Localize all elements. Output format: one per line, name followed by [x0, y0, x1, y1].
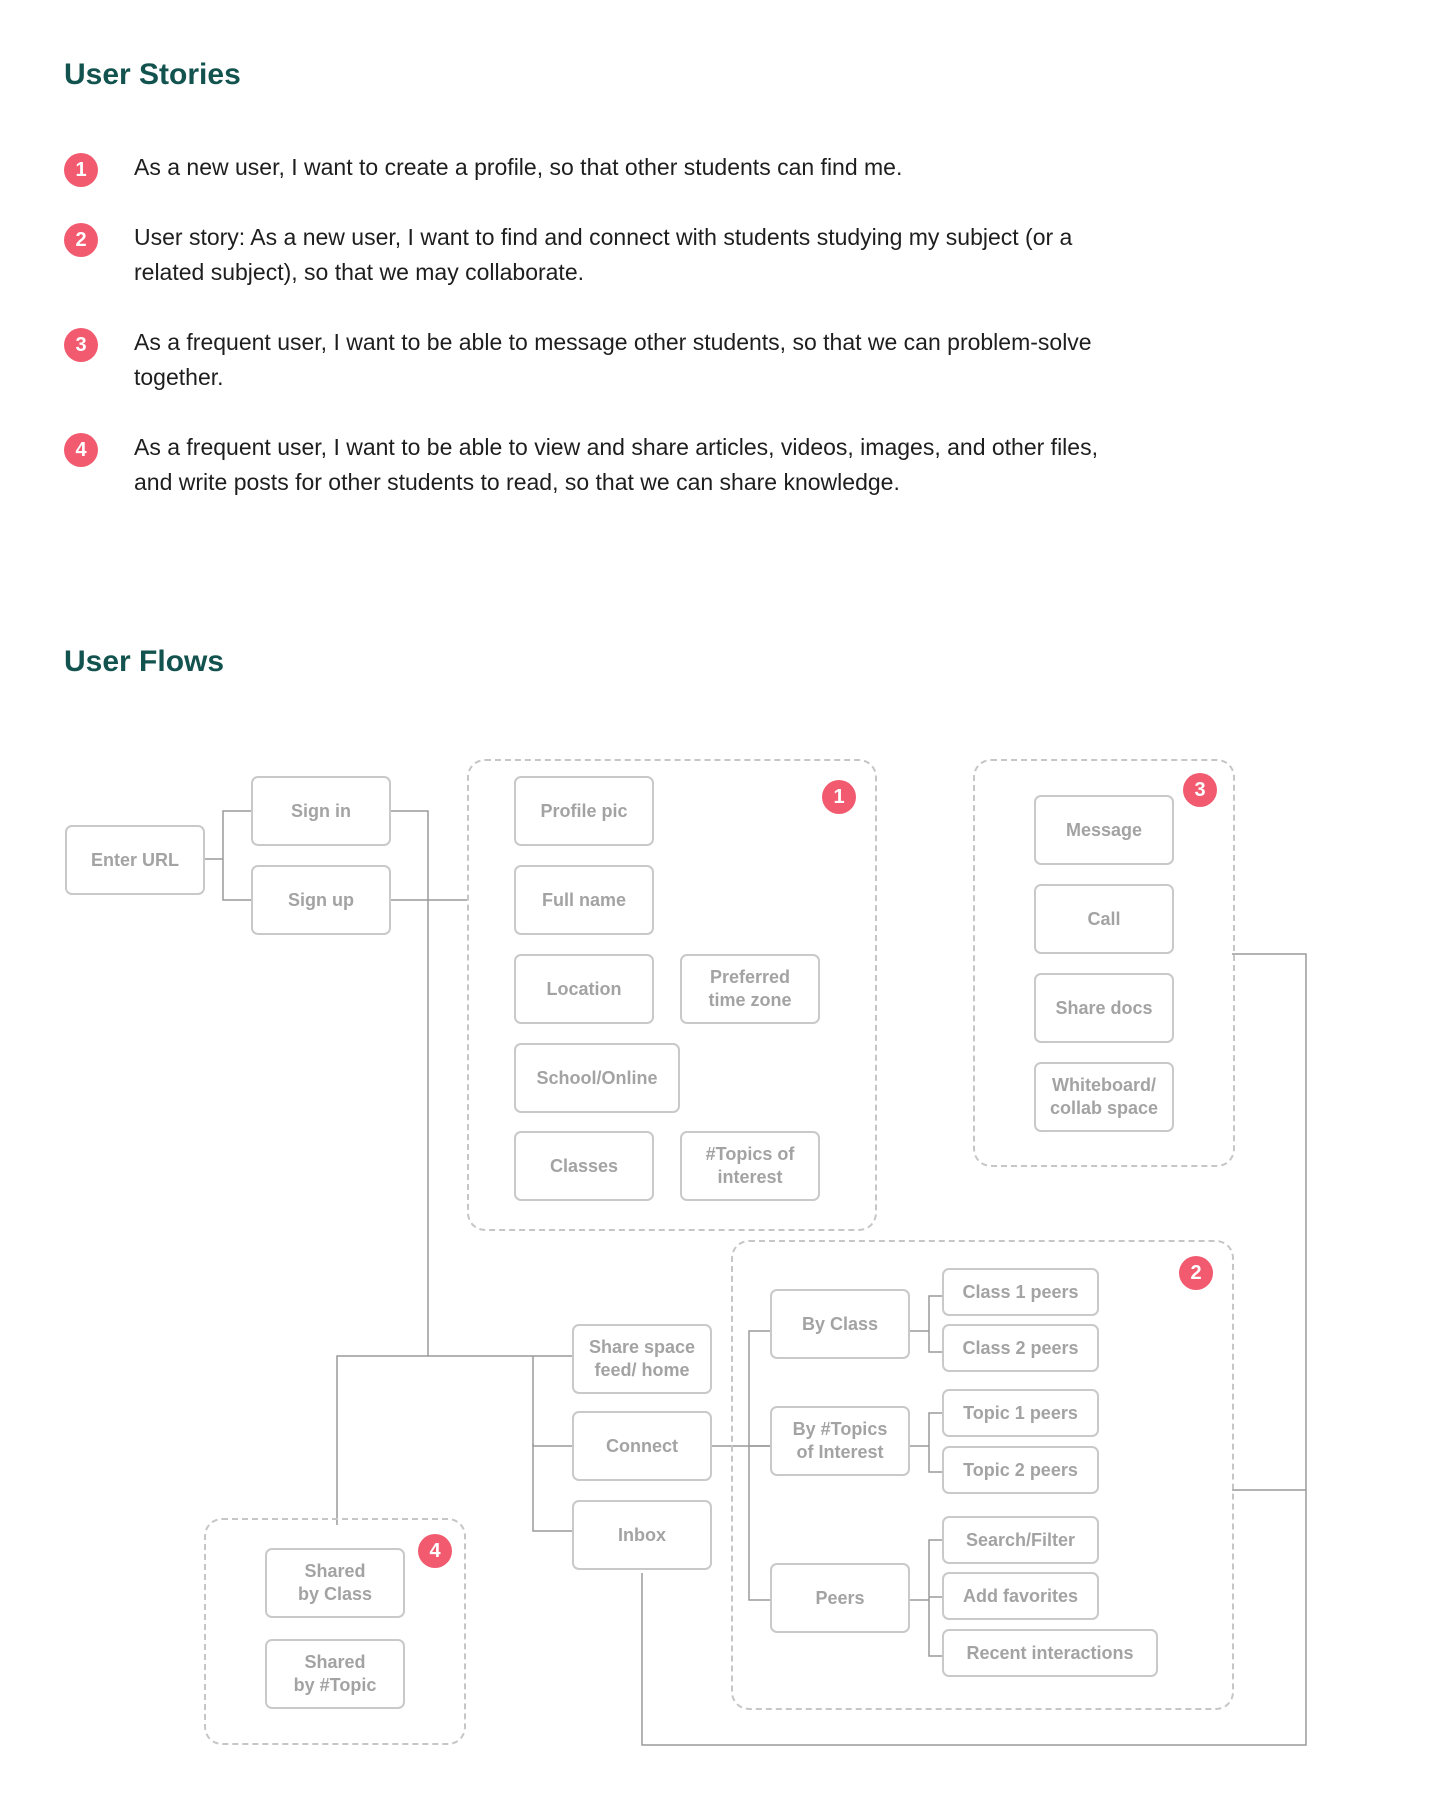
- communication-group: [973, 759, 1235, 1167]
- sign-up-node: Sign up: [251, 865, 391, 935]
- class-2-peers-node: Class 2 peers: [942, 1324, 1099, 1372]
- story-number-badge: 2: [64, 223, 98, 257]
- user-flows-heading: User Flows: [64, 645, 225, 678]
- profile-pic-node: Profile pic: [514, 776, 654, 846]
- enter-url-node: Enter URL: [65, 825, 205, 895]
- story-number-badge: 4: [64, 433, 98, 467]
- communication-group-badge: 3: [1183, 773, 1217, 807]
- sign-in-node: Sign in: [251, 776, 391, 846]
- message-node: Message: [1034, 795, 1174, 865]
- story-text: As a new user, I want to create a profil…: [134, 154, 903, 180]
- topics-of-interest-node: #Topics of interest: [680, 1131, 820, 1201]
- whiteboard-node: Whiteboard/ collab space: [1034, 1062, 1174, 1132]
- share-docs-node: Share docs: [1034, 973, 1174, 1043]
- inbox-node: Inbox: [572, 1500, 712, 1570]
- full-name-node: Full name: [514, 865, 654, 935]
- connect-node: Connect: [572, 1411, 712, 1481]
- school-online-node: School/Online: [514, 1043, 680, 1113]
- profile-group-badge: 1: [822, 780, 856, 814]
- share-space-node: Share space feed/ home: [572, 1324, 712, 1394]
- connect-group: [731, 1240, 1234, 1710]
- story-text: As a frequent user, I want to be able to…: [134, 434, 1098, 495]
- connect-group-badge: 2: [1179, 1256, 1213, 1290]
- call-node: Call: [1034, 884, 1174, 954]
- topic-1-peers-node: Topic 1 peers: [942, 1389, 1099, 1437]
- classes-node: Classes: [514, 1131, 654, 1201]
- shared-by-topic-node: Shared by #Topic: [265, 1639, 405, 1709]
- story-text: User story: As a new user, I want to fin…: [134, 224, 1073, 285]
- shared-group: [204, 1518, 466, 1745]
- shared-by-class-node: Shared by Class: [265, 1548, 405, 1618]
- recent-interactions-node: Recent interactions: [942, 1629, 1158, 1677]
- add-favorites-node: Add favorites: [942, 1572, 1099, 1620]
- time-zone-node: Preferred time zone: [680, 954, 820, 1024]
- topic-2-peers-node: Topic 2 peers: [942, 1446, 1099, 1494]
- location-node: Location: [514, 954, 654, 1024]
- user-stories-heading: User Stories: [64, 58, 241, 91]
- story-number-badge: 1: [64, 153, 98, 187]
- shared-group-badge: 4: [418, 1534, 452, 1568]
- peers-node: Peers: [770, 1563, 910, 1633]
- by-topics-node: By #Topics of Interest: [770, 1406, 910, 1476]
- story-text: As a frequent user, I want to be able to…: [134, 329, 1092, 390]
- story-number-badge: 3: [64, 328, 98, 362]
- profile-group: [467, 759, 877, 1231]
- by-class-node: By Class: [770, 1289, 910, 1359]
- search-filter-node: Search/Filter: [942, 1516, 1099, 1564]
- class-1-peers-node: Class 1 peers: [942, 1268, 1099, 1316]
